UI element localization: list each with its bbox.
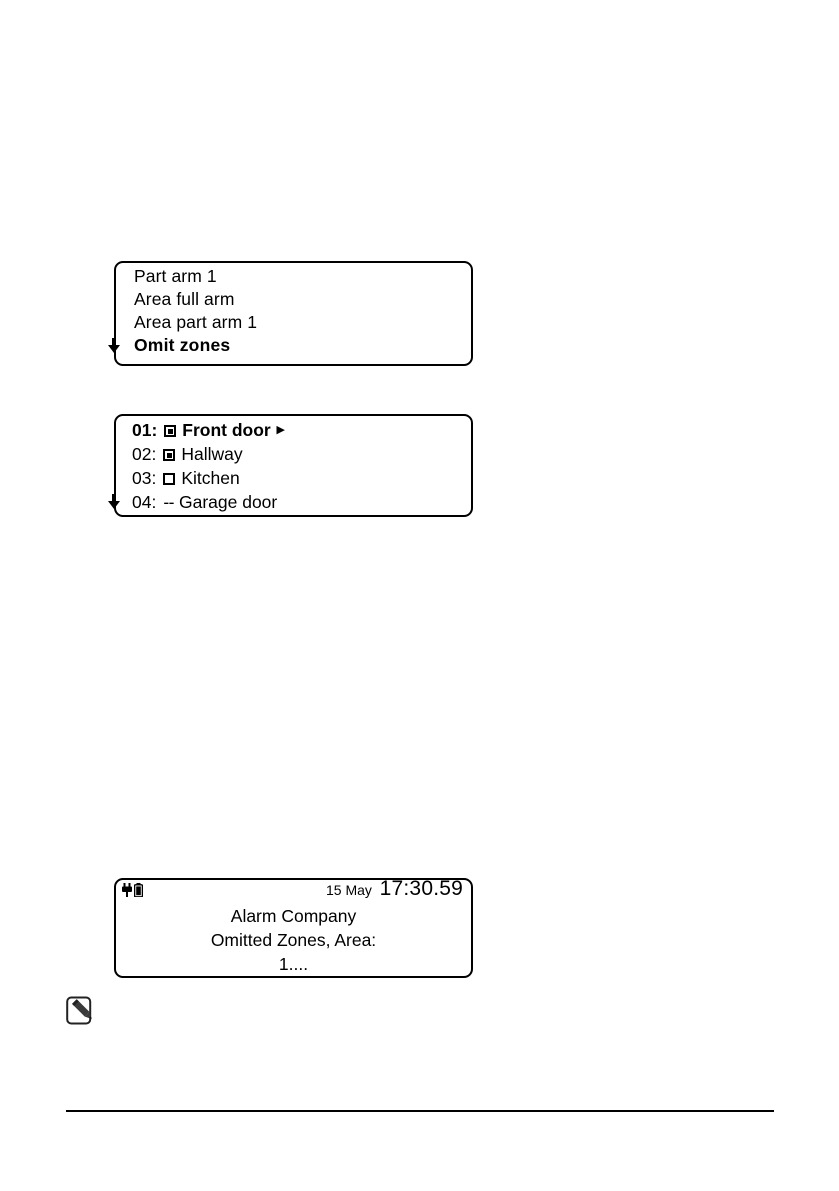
zone-row[interactable]: 02: Hallway — [116, 442, 471, 466]
arrow-down-icon — [108, 337, 120, 353]
zone-row[interactable]: 04: -- Garage door — [108, 490, 471, 514]
battery-icon — [134, 883, 143, 897]
zone-label: Kitchen — [181, 468, 240, 488]
idle-status-display: 15 May 17:30.59 Alarm Company Omitted Zo… — [114, 877, 473, 978]
menu-item-label: Part arm 1 — [134, 266, 217, 286]
menu-item-label: Area part arm 1 — [134, 312, 258, 332]
caret-right-icon: ▸ — [276, 420, 285, 438]
footer-divider — [66, 1110, 774, 1112]
status-time: 17:30.59 — [379, 877, 463, 900]
menu-item-part-arm-1[interactable]: Part arm 1 — [116, 265, 471, 288]
zone-unavailable-dashes: -- — [163, 492, 174, 512]
zone-checkbox-checked[interactable] — [164, 425, 177, 437]
menu-item-label: Omit zones — [134, 335, 231, 355]
menu-row-list: Part arm 1 Area full arm Area part arm 1… — [108, 263, 471, 357]
arrow-down-icon — [108, 494, 120, 509]
status-line-area-list: 1.... — [278, 954, 309, 974]
status-icon-group — [122, 883, 143, 897]
menu-item-area-full-arm[interactable]: Area full arm — [116, 288, 471, 311]
menu-item-area-part-arm-1[interactable]: Area part arm 1 — [116, 311, 471, 334]
zone-number: 02: — [132, 444, 157, 464]
zone-row[interactable]: 01: Front door ▸ — [116, 418, 471, 442]
menu-item-omit-zones[interactable]: Omit zones — [108, 334, 471, 357]
note-pencil-icon — [66, 996, 92, 1025]
zone-number: 01: — [132, 420, 158, 440]
zone-checkbox-checked[interactable] — [163, 449, 176, 461]
status-bar: 15 May 17:30.59 — [116, 877, 471, 904]
menu-item-label: Area full arm — [134, 289, 235, 309]
zone-label: Garage door — [178, 492, 278, 512]
zone-number: 03: — [132, 468, 157, 488]
zone-label: Hallway — [181, 444, 243, 464]
zone-number: 04: — [132, 492, 157, 512]
power-plug-icon — [122, 883, 132, 897]
zone-checkbox-unchecked[interactable] — [163, 473, 176, 485]
zone-label: Front door — [182, 420, 271, 440]
status-date: 15 May — [326, 882, 372, 898]
status-line-omitted-zones: Omitted Zones, Area: — [210, 930, 377, 950]
status-line-company: Alarm Company — [230, 906, 357, 926]
zone-row-list: 01: Front door ▸ 02: Hallway 03: Kitchen — [108, 416, 471, 514]
omit-zones-display: 01: Front door ▸ 02: Hallway 03: Kitchen — [108, 414, 473, 517]
zone-row[interactable]: 03: Kitchen — [116, 466, 471, 490]
keypad-menu-display: Part arm 1 Area full arm Area part arm 1… — [108, 261, 473, 366]
